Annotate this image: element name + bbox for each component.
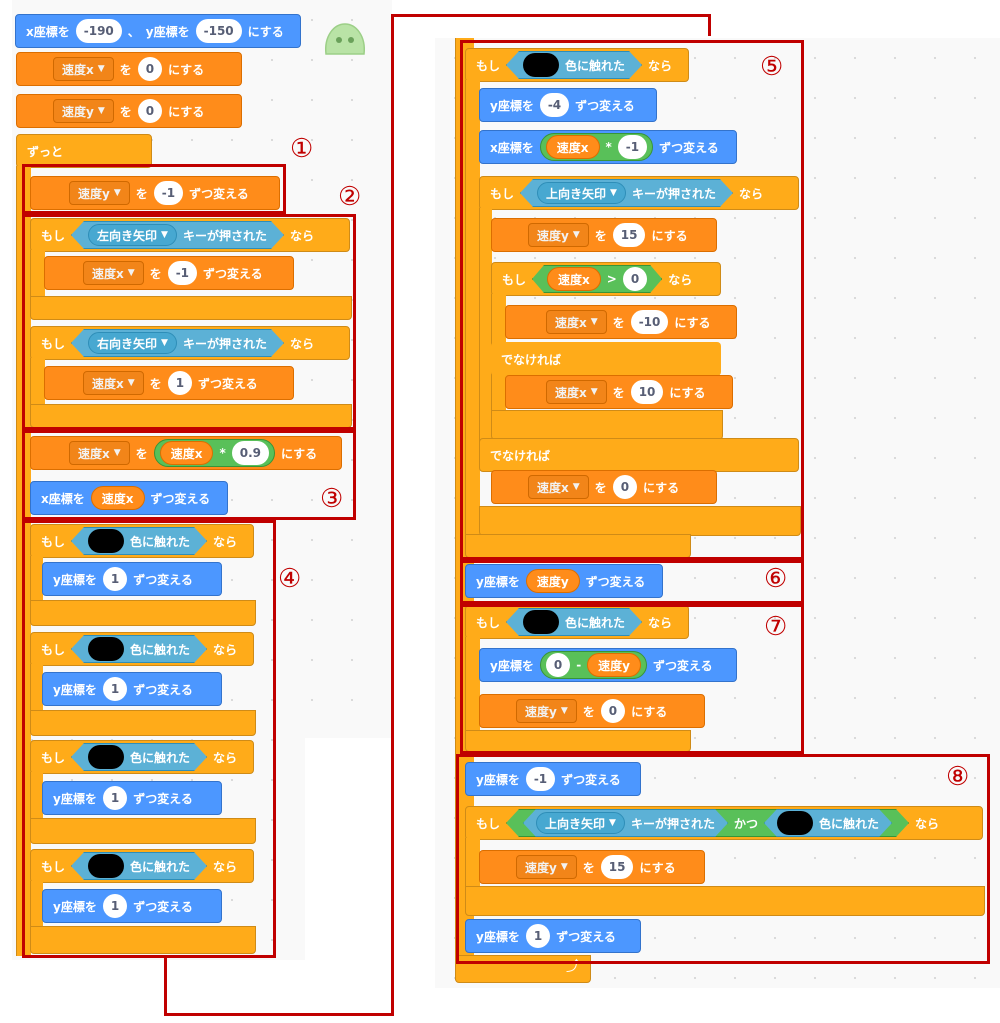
caret-down-icon: ▼ (127, 268, 135, 278)
section-label-7: ⑦ (764, 612, 788, 642)
caret-down-icon: ▼ (113, 188, 121, 198)
if-up-and-color-block[interactable]: もし 上向き矢印▼ キーが押された かつ 色に触れた なら (465, 806, 983, 840)
caret-down-icon: ▼ (560, 862, 568, 872)
change-x-block[interactable]: x座標を 速度x ずつ変える (30, 481, 228, 515)
variable-dropdown[interactable]: 速度x▼ (53, 57, 114, 81)
if-vx-positive-block[interactable]: もし 速度x > 0 なら (491, 262, 721, 296)
section-box-5 (460, 40, 804, 560)
caret-down-icon: ▼ (610, 188, 617, 198)
forever-bottom (455, 955, 591, 983)
section-label-4: ④ (278, 564, 302, 594)
if-color-block-4[interactable]: もし 色に触れた なら (30, 849, 254, 883)
caret-down-icon: ▼ (572, 482, 580, 492)
change-x-block[interactable]: x座標を 速度x * -1 ずつ変える (479, 130, 737, 164)
variable-dropdown[interactable]: 速度y▼ (53, 99, 114, 123)
caret-down-icon: ▼ (113, 448, 121, 458)
section-box-2 (22, 214, 356, 430)
set-vy-block[interactable]: 速度y▼ を 0 にする (16, 94, 242, 128)
caret-down-icon: ▼ (590, 387, 598, 397)
if-right-block[interactable]: もし 右向き矢印▼ キーが押された なら (30, 326, 350, 360)
section-label-3: ③ (320, 484, 344, 514)
if-color-block-2[interactable]: もし 色に触れた なら (30, 632, 254, 666)
set-vx-friction-block[interactable]: 速度x▼ を 速度x * 0.9 にする (30, 436, 342, 470)
section-label-1: ① (290, 134, 314, 164)
if-color-block-1[interactable]: もし 色に触れた なら (30, 524, 254, 558)
section-box-1 (22, 164, 286, 214)
section-label-6: ⑥ (764, 564, 788, 594)
slime-sprite-icon (325, 23, 365, 55)
section-box-6 (460, 560, 804, 604)
caret-down-icon: ▼ (97, 64, 105, 74)
if-color-block-6[interactable]: もし 色に触れた なら (465, 605, 689, 639)
y-input[interactable]: -150 (195, 19, 242, 43)
change-y-block[interactable]: y座標を 0 - 速度y ずつ変える (479, 648, 737, 682)
section-label-5: ⑤ (760, 52, 784, 82)
forever-block[interactable]: ずっと (16, 134, 152, 168)
caret-down-icon: ▼ (560, 706, 568, 716)
change-vx-block[interactable]: 速度x▼ を -1 ずつ変える (44, 256, 294, 290)
caret-down-icon: ▼ (161, 230, 168, 240)
if-color-block-3[interactable]: もし 色に触れた なら (30, 740, 254, 774)
section-box-4 (22, 520, 276, 958)
caret-down-icon: ▼ (590, 317, 598, 327)
set-vx-block[interactable]: 速度x▼ を 0 にする (16, 52, 242, 86)
section-box-8 (456, 754, 990, 964)
section-label-8: ⑧ (946, 762, 970, 792)
if-left-block[interactable]: もし 左向き矢印▼ キーが押された なら (30, 218, 350, 252)
caret-down-icon: ▼ (609, 818, 616, 828)
caret-down-icon: ▼ (572, 230, 580, 240)
if-color-block-5[interactable]: もし 色に触れた なら (465, 48, 689, 82)
section-box-7 (460, 604, 804, 754)
section-label-2: ② (338, 182, 362, 212)
x-input[interactable]: -190 (75, 19, 122, 43)
goto-xy-block[interactable]: x座標を -190 、 y座標を -150 にする (15, 14, 301, 48)
else-label: でなければ (491, 342, 721, 376)
section-box-3 (22, 430, 356, 520)
caret-down-icon: ▼ (127, 378, 135, 388)
change-vy-block[interactable]: 速度y▼ を -1 ずつ変える (30, 176, 280, 210)
connector-line (164, 958, 167, 1016)
if-up-block[interactable]: もし 上向き矢印▼ キーが押された なら (479, 176, 799, 210)
change-vx-block[interactable]: 速度x▼ を 1 ずつ変える (44, 366, 294, 400)
caret-down-icon: ▼ (161, 338, 168, 348)
caret-down-icon: ▼ (97, 106, 105, 116)
